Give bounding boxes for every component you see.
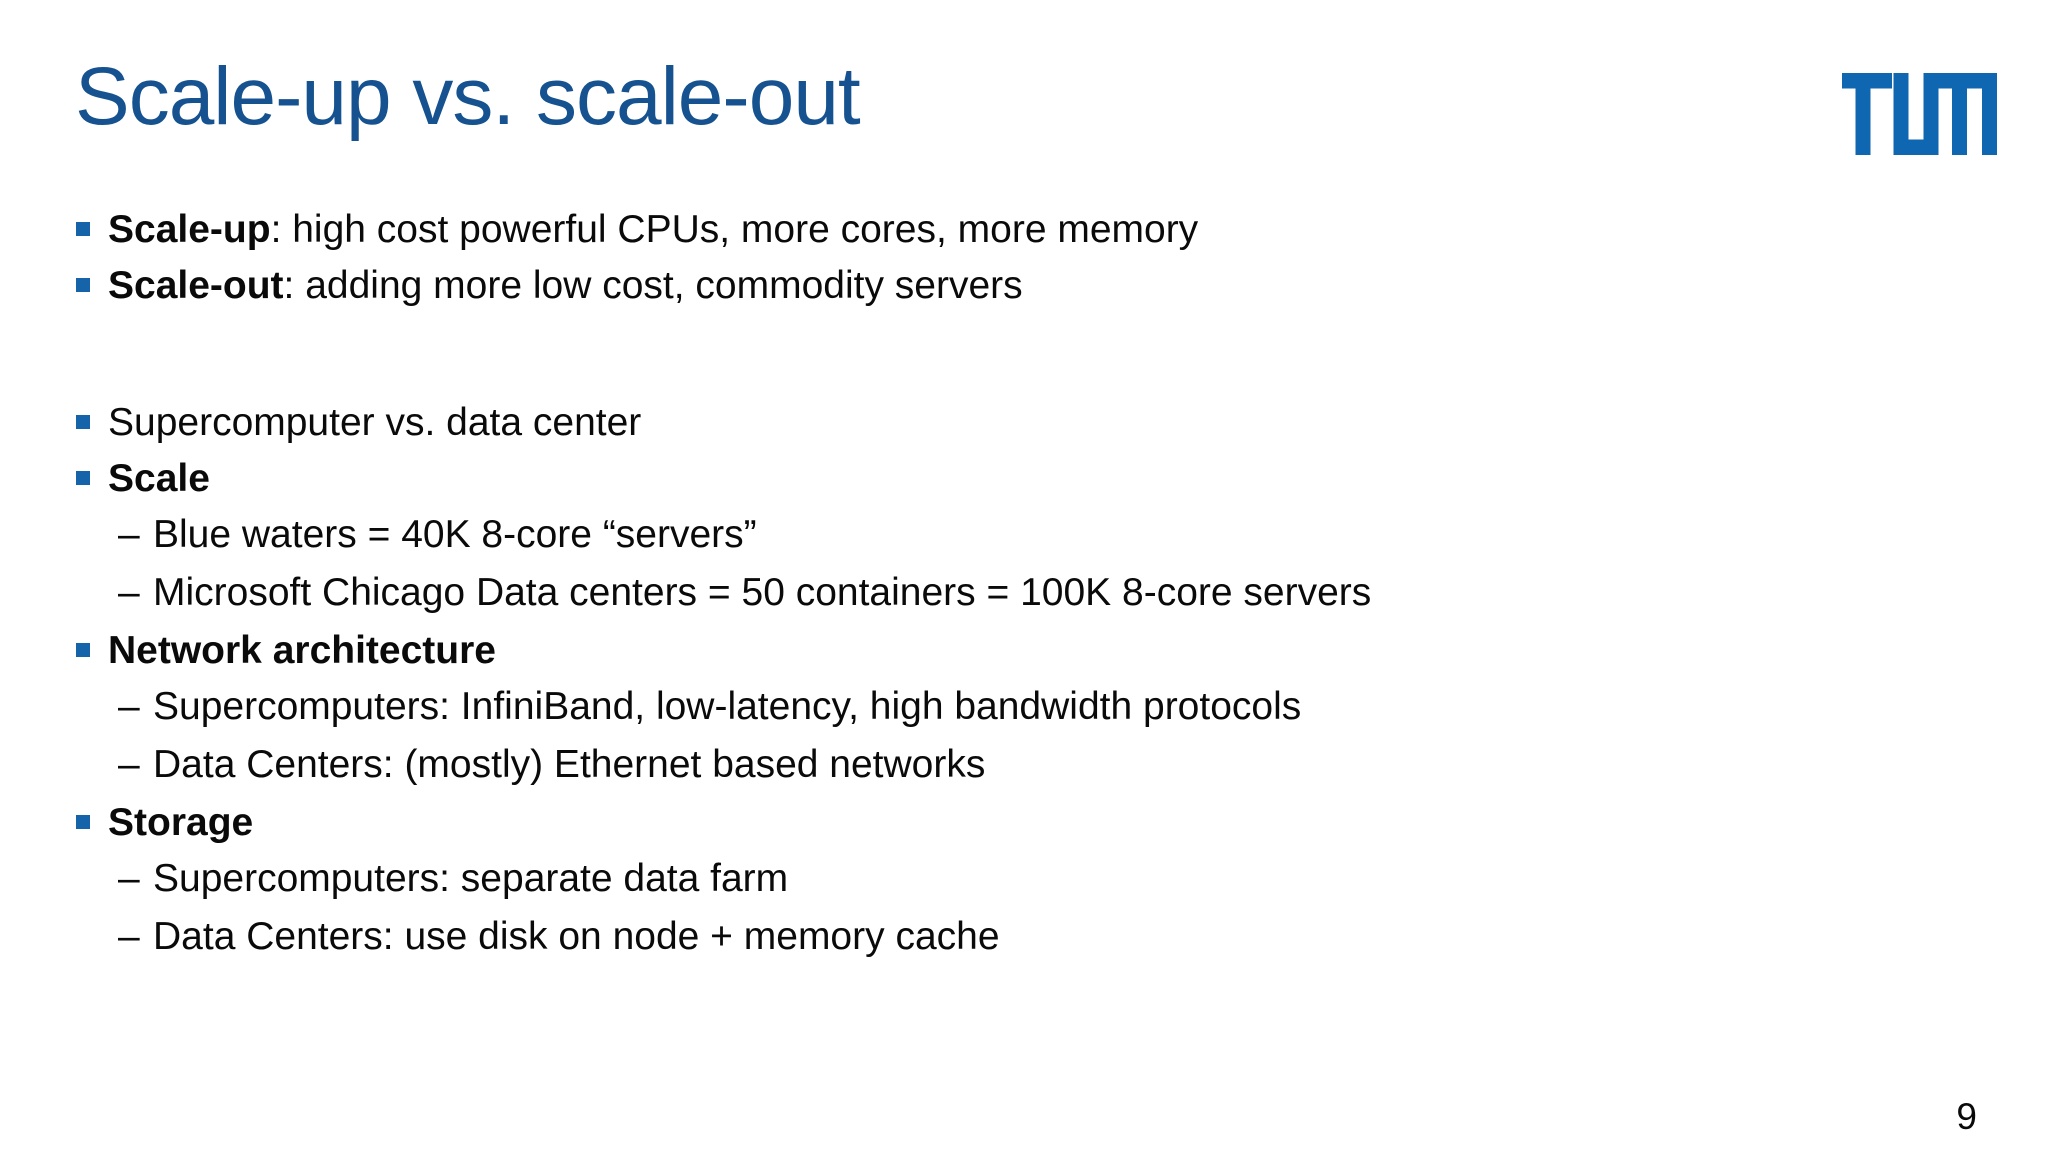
bullet-text-bold: Network architecture <box>108 629 496 672</box>
bullet-text: Supercomputers: separate data farm <box>153 857 789 900</box>
bullet-text: Data Centers: (mostly) Ethernet based ne… <box>153 743 986 786</box>
sub-bullet-item: –Data Centers: use disk on node + memory… <box>0 917 2048 957</box>
bullet-text: Blue waters = 40K 8-core “servers” <box>153 513 757 556</box>
dash-bullet-icon: – <box>118 513 140 556</box>
sub-bullet-item: –Supercomputers: separate data farm <box>0 859 2048 899</box>
dash-bullet-icon: – <box>118 685 140 728</box>
tum-logo <box>1842 73 1997 155</box>
bullet-text-bold: Storage <box>108 801 254 844</box>
bullet-square-icon <box>76 471 90 485</box>
dash-bullet-icon: – <box>118 571 140 614</box>
bullet-square-icon <box>76 222 90 236</box>
vertical-gap <box>0 322 2048 403</box>
bullet-text-bold: Scale-out <box>108 264 284 307</box>
bullet-item: Scale-up: high cost powerful CPUs, more … <box>0 210 2048 250</box>
tum-logo-icon <box>1842 73 1997 155</box>
bullet-square-icon <box>76 643 90 657</box>
bullet-square-icon <box>76 815 90 829</box>
bullet-item: Storage <box>0 803 2048 843</box>
bullet-square-icon <box>76 415 90 429</box>
bullet-text: : adding more low cost, commodity server… <box>283 264 1023 307</box>
bullet-square-icon <box>76 278 90 292</box>
page-number: 9 <box>1956 1096 1977 1137</box>
bullet-text: Data Centers: use disk on node + memory … <box>153 915 1000 958</box>
bullet-text: Supercomputer vs. data center <box>108 401 642 444</box>
sub-bullet-item: –Data Centers: (mostly) Ethernet based n… <box>0 745 2048 785</box>
dash-bullet-icon: – <box>118 743 140 786</box>
bullet-item: Scale-out: adding more low cost, commodi… <box>0 266 2048 306</box>
bullet-text-bold: Scale <box>108 457 210 500</box>
sub-bullet-item: –Blue waters = 40K 8-core “servers” <box>0 515 2048 555</box>
sub-bullet-item: –Microsoft Chicago Data centers = 50 con… <box>0 573 2048 613</box>
page-title: Scale-up vs. scale-out <box>75 51 861 142</box>
bullet-text: : high cost powerful CPUs, more cores, m… <box>270 208 1199 251</box>
sub-bullet-item: –Supercomputers: InfiniBand, low-latency… <box>0 687 2048 727</box>
dash-bullet-icon: – <box>118 857 140 900</box>
bullet-item: Scale <box>0 459 2048 499</box>
bullet-item: Network architecture <box>0 631 2048 671</box>
bullet-text: Supercomputers: InfiniBand, low-latency,… <box>153 685 1302 728</box>
dash-bullet-icon: – <box>118 915 140 958</box>
bullet-item: Supercomputer vs. data center <box>0 403 2048 443</box>
bullet-text: Microsoft Chicago Data centers = 50 cont… <box>153 571 1372 614</box>
bullet-text-bold: Scale-up <box>108 208 271 251</box>
bullet-list: Scale-up: high cost powerful CPUs, more … <box>0 210 2048 975</box>
